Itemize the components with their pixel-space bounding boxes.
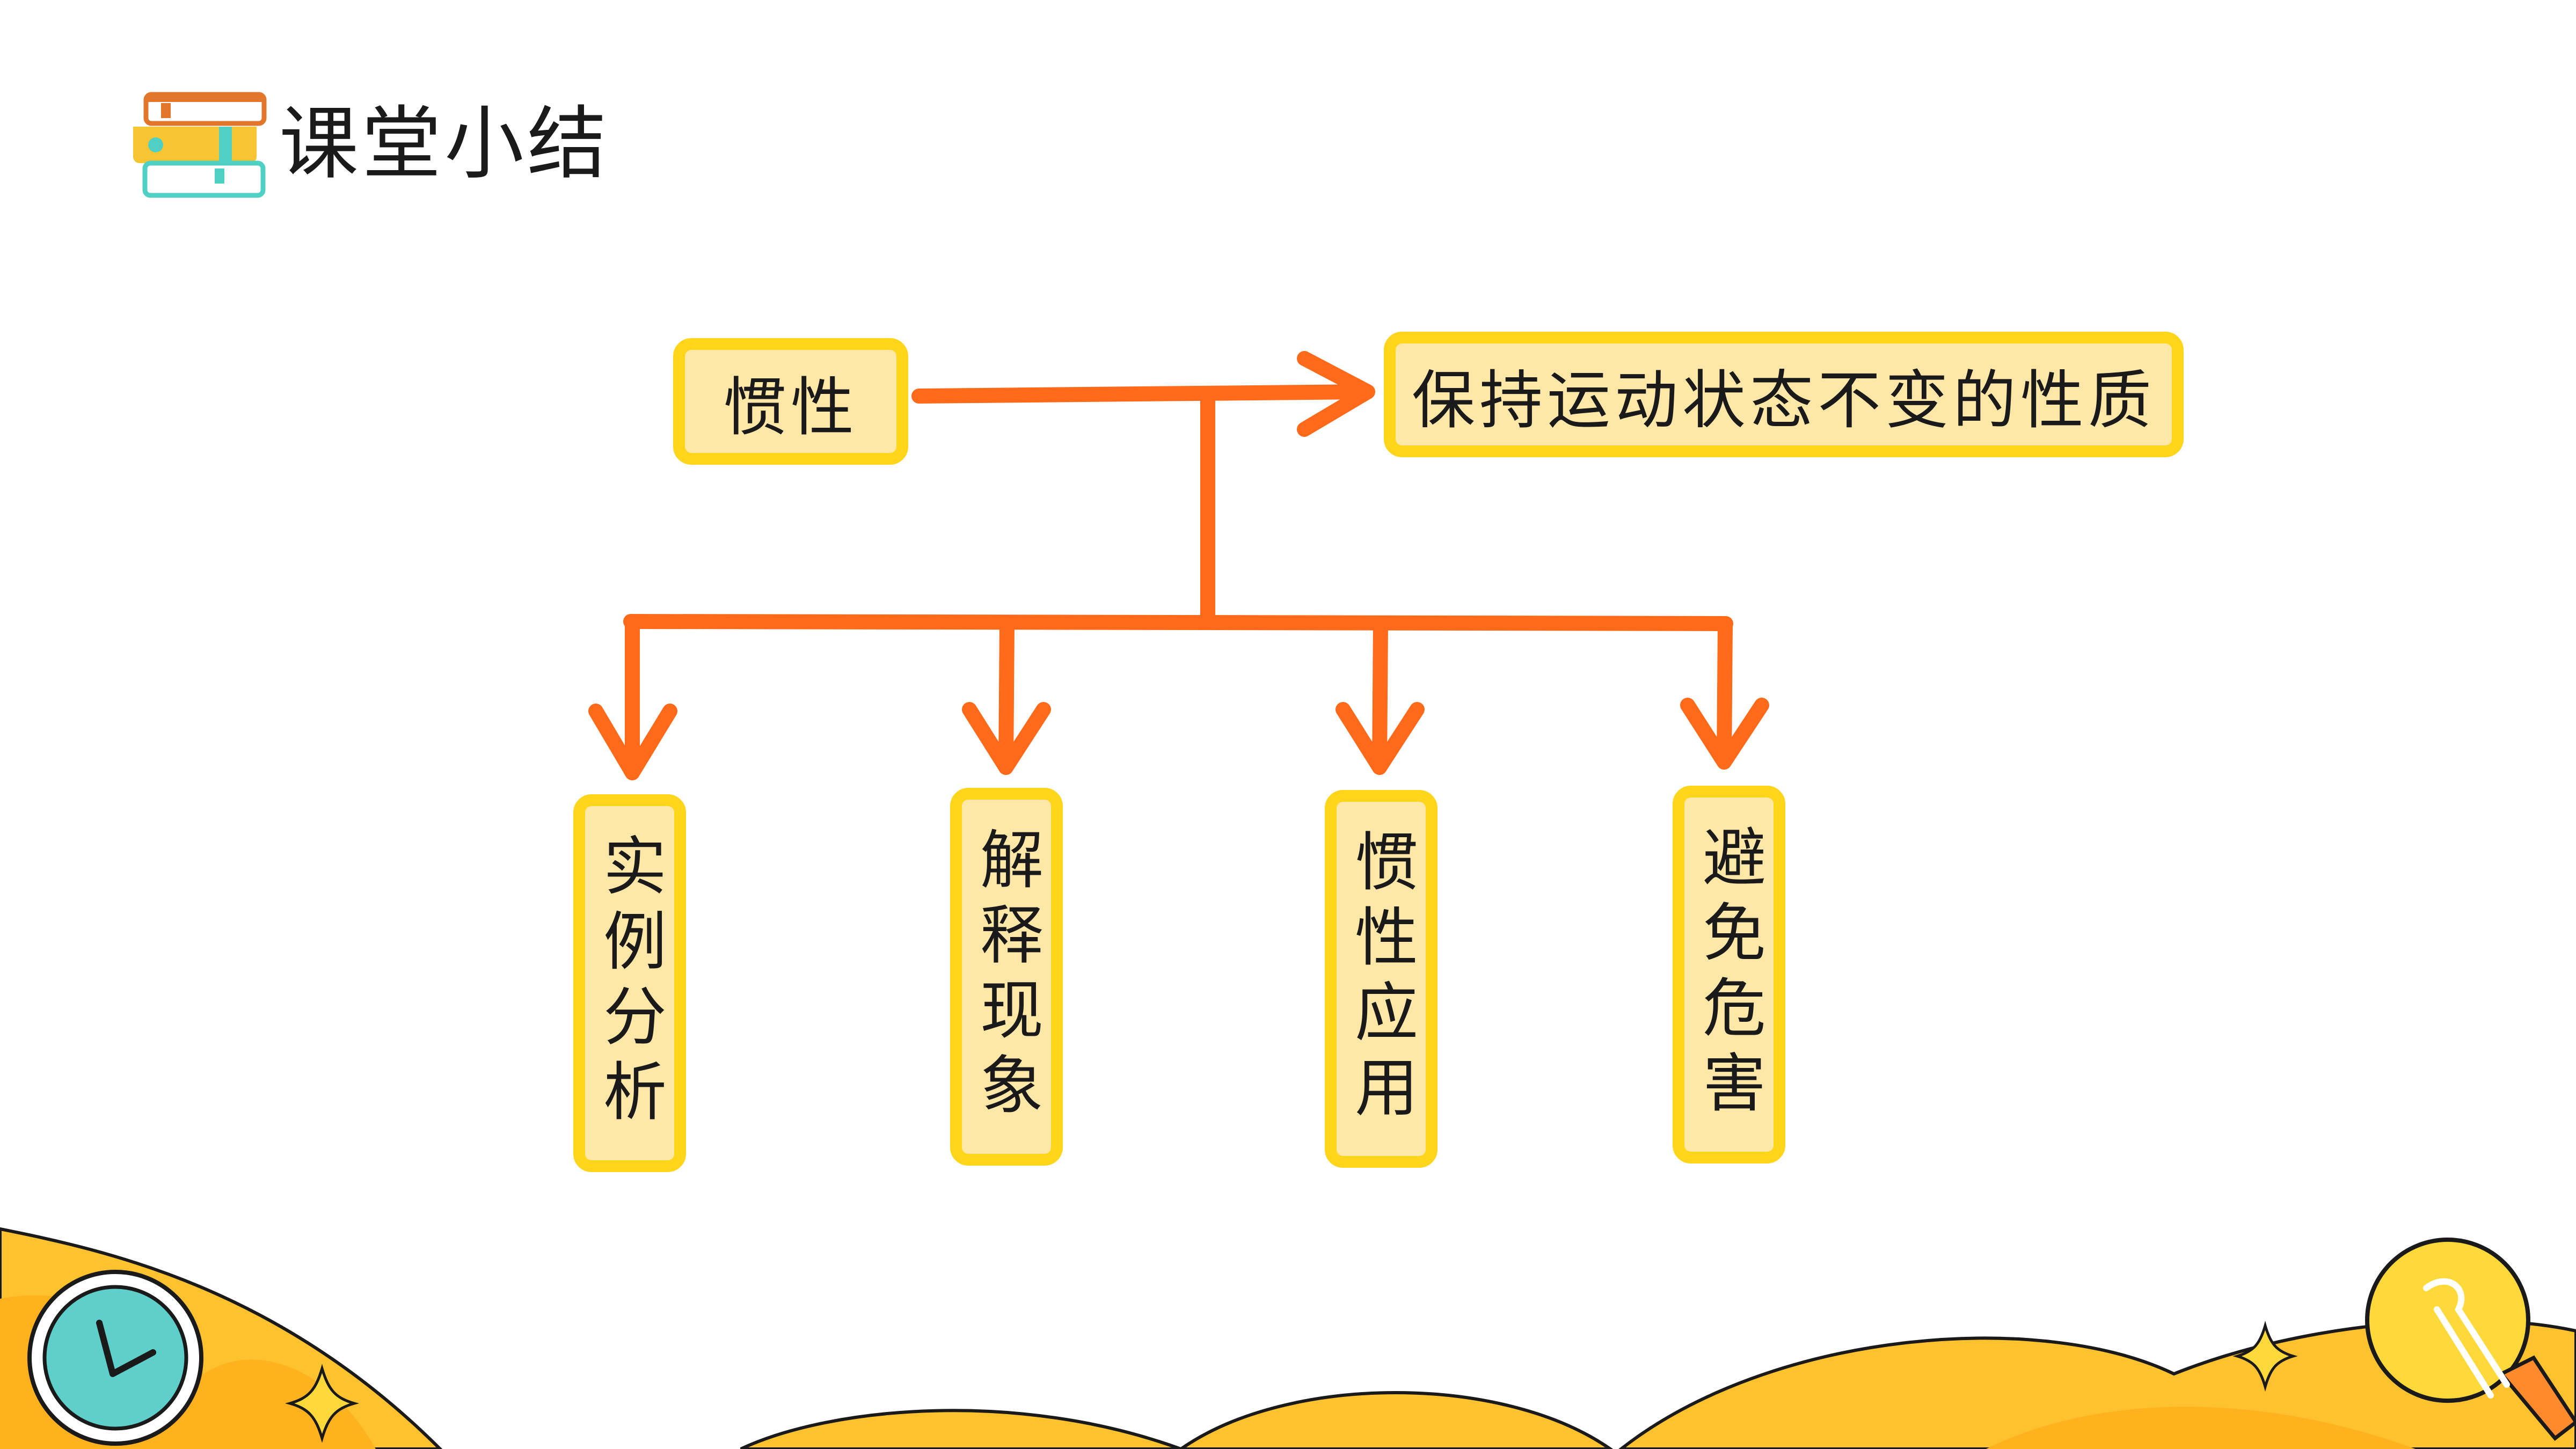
arrow-to-branch-4 — [1717, 616, 1733, 770]
sparkle-star-icon — [284, 1320, 2298, 1443]
node-branch-avoid-harm: 避免危害 — [1673, 786, 1785, 1163]
arrow-to-definition — [911, 384, 1371, 404]
node-branch-label: 解释现象 — [969, 826, 1043, 1127]
node-definition-label: 保持运动状态不变的性质 — [1411, 363, 2156, 437]
arrow-to-branch-2 — [998, 615, 1015, 775]
node-inertia: 惯性 — [673, 338, 908, 465]
node-branch-label: 实例分析 — [592, 833, 667, 1133]
node-definition: 保持运动状态不变的性质 — [1384, 332, 2184, 457]
node-branch-applications: 惯性应用 — [1325, 790, 1437, 1168]
node-inertia-label: 惯性 — [723, 370, 858, 444]
arrow-to-branch-2-head — [962, 702, 1051, 775]
light-bulb-icon — [2365, 1238, 2576, 1441]
clock-icon — [27, 1270, 203, 1446]
arrow-to-definition-head — [1297, 351, 1375, 437]
connector-bus — [623, 614, 1733, 631]
page-title: 课堂小结 — [279, 98, 610, 190]
arrow-to-branch-3-head — [1336, 702, 1425, 775]
arrow-to-branch-4-head — [1680, 698, 1769, 770]
node-branch-label: 惯性应用 — [1344, 829, 1418, 1129]
node-branch-explain: 解释现象 — [950, 788, 1063, 1166]
node-branch-examples: 实例分析 — [573, 794, 686, 1172]
node-branch-label: 避免危害 — [1691, 824, 1766, 1125]
arrow-to-branch-3 — [1372, 616, 1388, 775]
arrow-to-branch-1-head — [588, 704, 677, 780]
